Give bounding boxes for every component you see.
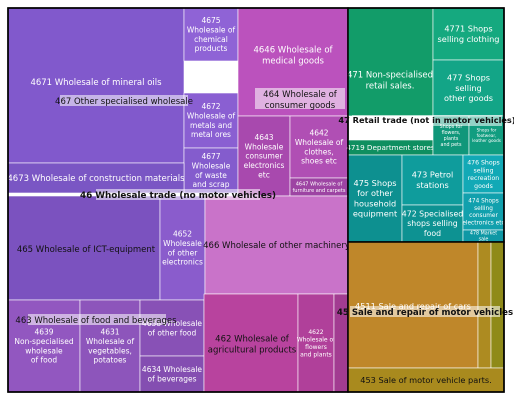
label-halo [28, 314, 166, 325]
tile-477-shops-selling-other-goods [432, 59, 505, 117]
label-halo [352, 115, 502, 126]
outer-frame [7, 7, 505, 393]
tile-462-wholesale-of-agricultural-products [203, 293, 299, 393]
tile-4642-wholesale-of-clothes-shoes-etc [289, 115, 349, 179]
label-halo [60, 95, 188, 106]
tile-label: 4673 Wholesale of construction materials [7, 174, 185, 184]
tile-label: 4671 Wholesale of mineral oils [30, 78, 162, 88]
tile-4540-sale-and-repair-of-motorcycles [490, 241, 505, 369]
label-halo [96, 189, 260, 200]
tile-4671-wholesale-of-mineral-oils [7, 7, 185, 164]
group-label: 47 Retail trade (not in motor vehicles) [338, 115, 514, 125]
tile-4634-wholesale-of-beverages [139, 355, 205, 393]
tile-474-shops-selling-consumer-electronics-e [462, 192, 505, 231]
tile-466-wholesale-of-other-machinery [204, 195, 349, 295]
label-halo [255, 88, 345, 109]
tile-4511-sale-and-repair-of-cars [347, 241, 479, 369]
tile-label: 453 Sale of motor vehicle parts. [360, 375, 491, 385]
tile-472-specialised-shops-selling-food [401, 204, 464, 243]
tile-465-wholesale-of-ict-equipment [7, 195, 161, 301]
tile-label: 465 Wholesale of ICT-equipment [17, 245, 156, 255]
tile-4532-sale-of-motor-vehicle-parts [477, 241, 492, 369]
tile-4622-wholesale-of-flowers-and-plants [297, 293, 335, 393]
group-label: 464 Wholesale of [263, 90, 338, 100]
group-label: 46 Wholesale trade (no motor vehicles) [80, 191, 276, 201]
group-label: 463 Wholesale of food and beverages [15, 316, 177, 326]
tile-label: 4511 Sale and repair of cars [355, 301, 471, 311]
tile-4672-wholesale-of-metals-and-metal-ores [183, 92, 239, 149]
tile-471-non-specialised-retail-sales [347, 7, 434, 117]
tile-475-shops-for-other-household-equipment [347, 154, 403, 243]
label-halo [350, 306, 500, 317]
tile-4673-wholesale-of-construction-materials [7, 162, 185, 194]
group-label: 45 Sale and repair of motor vehicles [337, 308, 513, 318]
tile-4652-wholesale-of-other-electronics [159, 195, 206, 301]
group-label: 467 Other specialised wholesale [55, 97, 193, 107]
tile-label: 4719 Department stores [346, 143, 435, 152]
tile-4771-shops-selling-clothing [432, 7, 505, 61]
tile-473-petrol-stations [401, 154, 464, 206]
group-label: consumer goods [265, 101, 336, 111]
tile-label: 466 Wholesale of other machinery [203, 241, 350, 251]
